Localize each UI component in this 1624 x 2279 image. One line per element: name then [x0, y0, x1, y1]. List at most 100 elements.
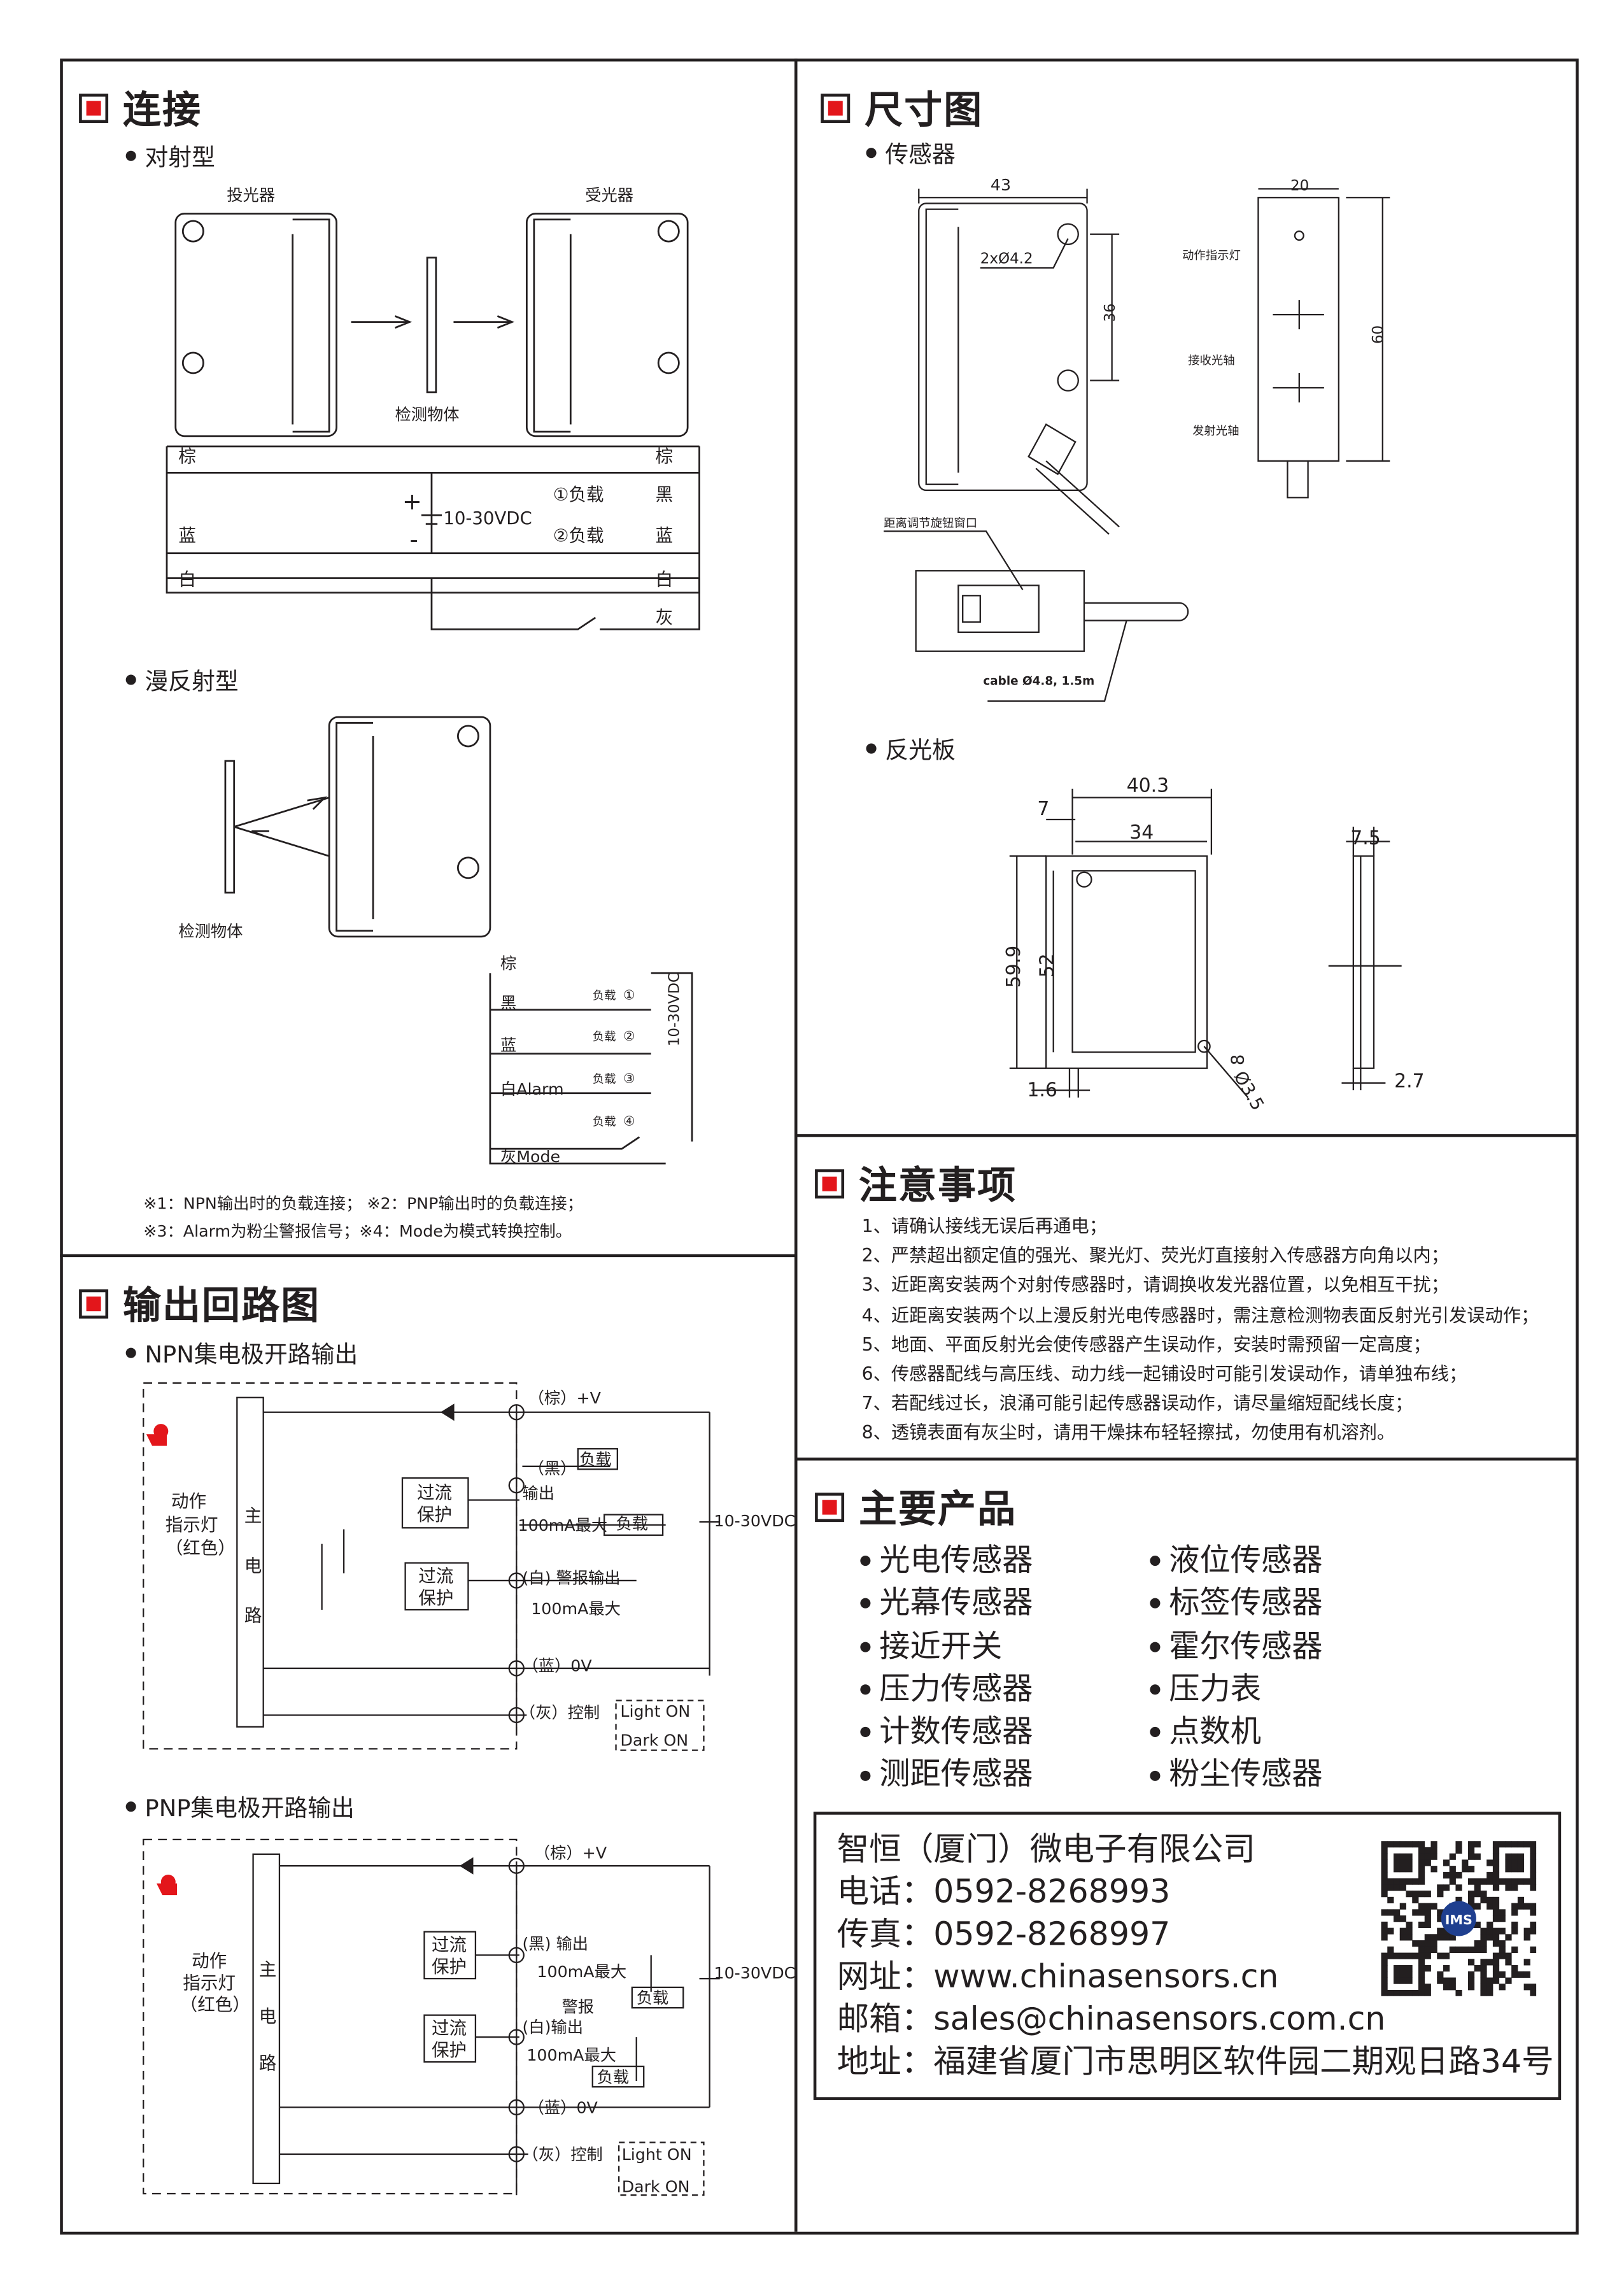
- subheading: PNP集电极开路输出: [126, 1788, 355, 1823]
- terminal-label: （黑）: [528, 1459, 577, 1477]
- note-item: 3、近距离安装两个对射传感器时，请调换收发光器位置，以免相互干扰；: [861, 1275, 1449, 1296]
- wire-black: 黑: [500, 993, 516, 1012]
- wire-brown: 棕: [500, 954, 516, 972]
- load-2: ②负载: [553, 525, 604, 546]
- wire-gray: 灰: [656, 607, 674, 628]
- load-label: 负载: [637, 1989, 669, 2007]
- terminal-label: （蓝）0V: [522, 1657, 592, 1675]
- note-item: 7、若配线过长，浪涌可能引起传感器误动作，请尽量缩短配线长度；: [861, 1393, 1413, 1414]
- section-dimensions: 尺寸图: [821, 80, 983, 134]
- load: 负载: [593, 990, 616, 1003]
- footnotes: ※1：NPN输出时的负载连接； ※2：PNP输出时的负载连接； ※3：Alarm…: [143, 1189, 583, 1245]
- main-circuit-label: 路: [259, 2053, 277, 2074]
- cable-label: cable Ø4.8, 1.5m: [983, 675, 1094, 688]
- overcurrent-label: 过流: [417, 1482, 452, 1503]
- callout-label: 接收光轴: [1188, 354, 1235, 367]
- divider: [796, 1458, 1576, 1461]
- divider: [794, 58, 798, 2232]
- supply-label: 10-30VDC: [666, 972, 682, 1046]
- product-item: 液位传感器: [1150, 1540, 1322, 1582]
- load: 负载: [593, 1073, 616, 1086]
- contact-lines: 智恒（厦门）微电子有限公司 电话：0592-8268993 传真：0592-82…: [837, 1829, 1554, 2084]
- red-square-icon: [821, 92, 851, 122]
- supply-label: 10-30VDC: [443, 508, 532, 529]
- diffuse-diagram: 检测物体 棕 黑 蓝 白Alarm 灰Mode 负载 负载 负载 负载 ① ② …: [178, 716, 693, 1166]
- minus-sign: -: [409, 526, 418, 553]
- product-item: 标签传感器: [1150, 1582, 1322, 1625]
- dim-label: 2xØ4.2: [980, 251, 1033, 267]
- red-square-icon: [815, 1492, 845, 1521]
- product-item: 霍尔传感器: [1150, 1625, 1322, 1668]
- indicator-label: 指示灯: [183, 1972, 236, 1993]
- note-item: 1、请确认接线无误后再通电；: [861, 1216, 1108, 1237]
- load-label: 负载: [579, 1450, 612, 1468]
- website-link[interactable]: 网址：www.chinasensors.cn: [837, 1959, 1279, 1996]
- email-link[interactable]: 邮箱：sales@chinasensors.com.cn: [837, 2001, 1386, 2039]
- callout-label: 距离调节旋钮窗口: [884, 516, 977, 530]
- product-item: 接近开关: [860, 1625, 1033, 1668]
- callout-label: 动作指示灯: [1182, 249, 1241, 262]
- rating-label: 100mA最大: [531, 1600, 621, 1618]
- overcurrent-label: 过流: [432, 1935, 467, 1956]
- main-circuit-label: 主: [244, 1505, 262, 1526]
- sensor-dimension-drawing: 43 2xØ4.2 36 20 60 动作指示灯 接收光轴 发射光轴 距离调节旋…: [884, 176, 1390, 702]
- subheading: 反光板: [866, 730, 955, 765]
- wire-gray-mode: 灰Mode: [500, 1147, 560, 1166]
- pnp-circuit-diagram: 动作 指示灯 （红色） 主 电 路 过流 保护 过流 保护 （棕）+V (黑) …: [143, 1838, 795, 2196]
- section-title: 主要产品: [859, 1488, 1017, 1533]
- dim-label: 7: [1037, 798, 1049, 820]
- section-connection: 连接: [79, 80, 202, 134]
- note-item: 6、传感器配线与高压线、动力线一起铺设时可能引发误动作，请单独布线；: [861, 1363, 1467, 1385]
- note-item: 8、透镜表面有灰尘时，请用干燥抹布轻轻擦拭，勿使用有机溶剂。: [861, 1423, 1395, 1444]
- note-item: 4、近距离安装两个以上漫反射光电传感器时，需注意检测物表面反射光引发误动作；: [861, 1305, 1539, 1326]
- address: 地址：福建省厦门市思明区软件园二期观日路34号: [837, 2044, 1554, 2082]
- rating-label: 100mA最大: [526, 2046, 616, 2064]
- notes-list: 1、请确认接线无误后再通电； 2、严禁超出额定值的强光、聚光灯、荧光灯直接射入传…: [862, 1212, 1539, 1448]
- divider: [60, 1254, 796, 1258]
- product-item: 测距传感器: [860, 1754, 1033, 1796]
- object-label: 检测物体: [178, 922, 243, 941]
- section-notes: 注意事项: [815, 1156, 1017, 1210]
- indicator-label: （红色）: [180, 1994, 250, 2015]
- mode-label: Dark ON: [622, 2178, 690, 2196]
- product-item: 压力表: [1150, 1668, 1322, 1711]
- wire-blue: 蓝: [178, 525, 196, 546]
- overcurrent-label: 过流: [432, 2017, 467, 2038]
- phone: 电话：0592-8268993: [837, 1874, 1171, 1912]
- dim-label: 20: [1290, 178, 1309, 194]
- callout-label: 发射光轴: [1192, 425, 1239, 438]
- product-item: 计数传感器: [860, 1711, 1033, 1754]
- supply-label: 10-30VDC: [714, 1512, 796, 1530]
- products-column-2: 液位传感器 标签传感器 霍尔传感器 压力表 点数机 粉尘传感器: [1150, 1540, 1322, 1797]
- section-title: 输出回路图: [123, 1284, 321, 1329]
- dim-label: 59.9: [1003, 946, 1025, 988]
- wire-brown: 棕: [656, 446, 674, 467]
- note-item: 2、严禁超出额定值的强光、聚光灯、荧光灯直接射入传感器方向角以内；: [861, 1246, 1449, 1267]
- qr-code-icon[interactable]: IMS: [1381, 1841, 1537, 1996]
- dim-label: 8: [1227, 1054, 1248, 1066]
- terminal-label: （蓝）0V: [528, 2099, 598, 2117]
- dim-label: 60: [1370, 325, 1387, 344]
- main-circuit-label: 电: [244, 1555, 262, 1576]
- wire-blue: 蓝: [656, 525, 674, 546]
- dim-label: Ø3.5: [1229, 1067, 1268, 1114]
- product-item: 光电传感器: [860, 1540, 1033, 1582]
- load: 负载: [593, 1030, 616, 1044]
- red-square-icon: [815, 1168, 845, 1198]
- divider: [796, 1134, 1576, 1137]
- terminal-label: （灰）控制: [522, 2145, 602, 2164]
- reflector-dimension-drawing: 40.3 7 34 59.9 52 1.6 8 Ø3.5 7.5 2.7: [1003, 774, 1425, 1114]
- overcurrent-label: 保护: [418, 1587, 453, 1608]
- main-circuit-label: 主: [259, 1959, 277, 1980]
- overcurrent-label: 保护: [432, 1956, 467, 1977]
- plus-sign: +: [402, 488, 422, 515]
- load-label: 负载: [616, 1515, 649, 1533]
- wire-black: 黑: [656, 484, 674, 505]
- indicator-label: 指示灯: [166, 1514, 218, 1535]
- red-square-icon: [79, 1288, 109, 1318]
- rating-label: 100mA最大: [537, 1963, 626, 1981]
- dim-label: 2.7: [1394, 1070, 1425, 1093]
- terminal-label: 输出: [522, 1484, 554, 1502]
- fax: 传真：0592-8268997: [837, 1917, 1171, 1954]
- overcurrent-label: 保护: [417, 1504, 452, 1525]
